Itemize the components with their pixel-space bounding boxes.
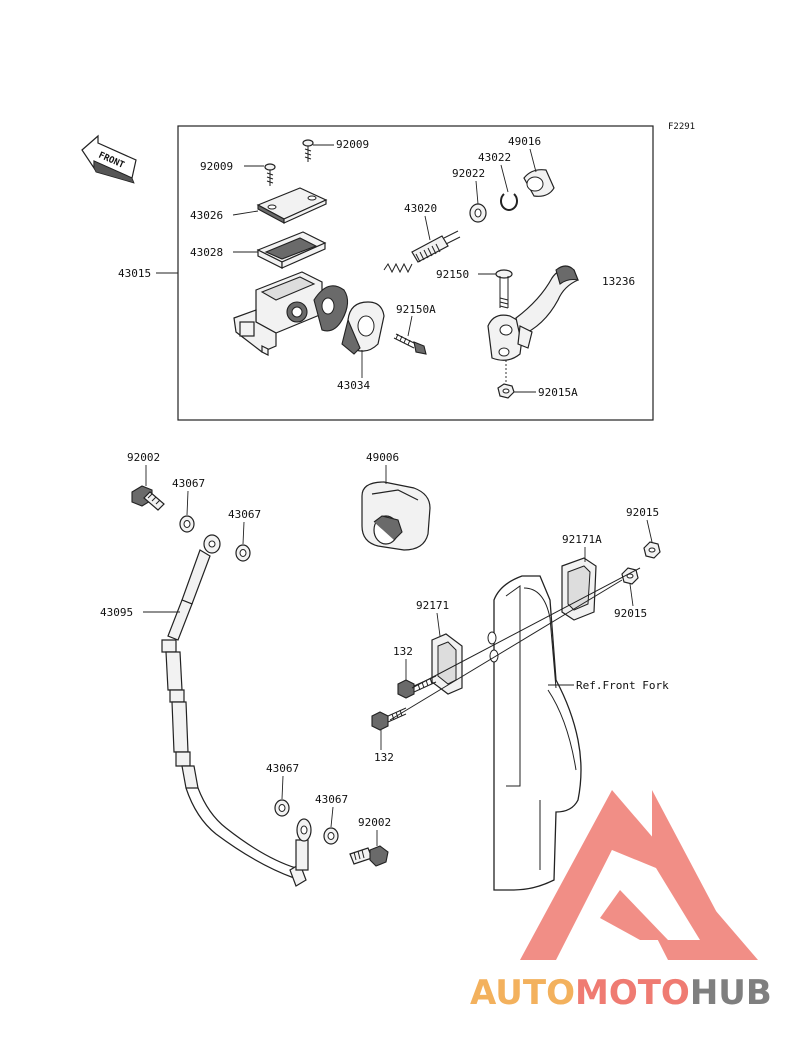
- bolt-132-lower: [371, 707, 407, 731]
- part-label-92171: 92171: [416, 599, 449, 612]
- brake-hose-43095: [161, 534, 312, 887]
- front-arrow-icon: FRONT: [81, 134, 137, 184]
- nut-92015A: [497, 383, 515, 399]
- ref-front-fork-label: Ref.Front Fork: [576, 679, 669, 692]
- part-label-92009-right: 92009: [336, 138, 369, 151]
- part-label-92015-bottom: 92015: [614, 607, 647, 620]
- part-label-43095: 43095: [100, 606, 133, 619]
- part-label-49016: 49016: [508, 135, 541, 148]
- master-cylinder-body: [233, 271, 349, 356]
- figure-code: F2291: [668, 122, 695, 132]
- part-label-43067-d: 43067: [315, 793, 348, 806]
- part-label-92022: 92022: [452, 167, 485, 180]
- circlip-43022: [500, 193, 518, 212]
- part-label-43022: 43022: [478, 151, 511, 164]
- part-label-43028: 43028: [190, 246, 223, 259]
- screw-92009-right: [302, 139, 314, 162]
- holder-92171A: [561, 557, 597, 621]
- diaphragm-43028: [256, 231, 327, 269]
- part-label-92150A: 92150A: [396, 303, 436, 316]
- reservoir-cap-43026: [256, 187, 328, 224]
- boot-49016: [523, 169, 555, 197]
- part-label-43026: 43026: [190, 209, 223, 222]
- bolt-92150A: [393, 333, 427, 355]
- washer-92022: [469, 203, 487, 223]
- part-label-43067-b: 43067: [228, 508, 261, 521]
- front-fork: [487, 575, 582, 891]
- hose-guide-49006: [361, 481, 431, 551]
- part-label-43067-a: 43067: [172, 477, 205, 490]
- brake-lever-13236: [487, 265, 579, 361]
- part-label-43015: 43015: [118, 267, 151, 280]
- part-label-92009-left: 92009: [200, 160, 233, 173]
- part-label-92171A: 92171A: [562, 533, 602, 546]
- screw-92009-left: [264, 163, 276, 186]
- part-label-132-lower: 132: [374, 751, 394, 764]
- spring-piston-43020: [383, 230, 461, 274]
- nut-92015-top: [643, 541, 661, 559]
- part-label-92015-top: 92015: [626, 506, 659, 519]
- part-label-49006: 49006: [366, 451, 399, 464]
- clamp-92171: [431, 633, 463, 695]
- bolt-132-upper: [397, 675, 437, 699]
- part-label-13236: 13236: [602, 275, 635, 288]
- part-label-92150: 92150: [436, 268, 469, 281]
- part-label-43067-c: 43067: [266, 762, 299, 775]
- banjo-bolt-92002-top: [131, 485, 165, 511]
- part-label-92002-bottom: 92002: [358, 816, 391, 829]
- pivot-bolt-92150: [495, 269, 513, 309]
- part-label-43034: 43034: [337, 379, 370, 392]
- part-label-132-upper: 132: [393, 645, 413, 658]
- banjo-bolt-92002-bottom: [349, 845, 389, 867]
- part-label-92015A: 92015A: [538, 386, 578, 399]
- watermark-text: AUTOMOTOHUB: [470, 973, 772, 1013]
- clamp-43034: [341, 301, 385, 355]
- part-label-43020: 43020: [404, 202, 437, 215]
- part-label-92002-top: 92002: [127, 451, 160, 464]
- watermark-logo: [520, 790, 758, 960]
- nut-92015-bottom: [621, 567, 639, 585]
- master-cylinder-group-box: [177, 125, 654, 421]
